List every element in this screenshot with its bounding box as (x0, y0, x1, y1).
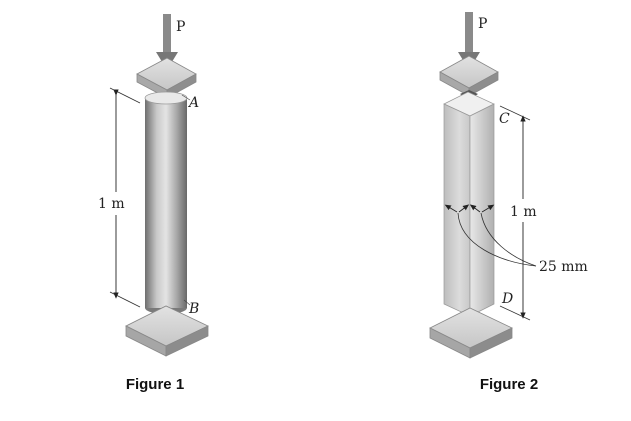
figure-2-caption: Figure 2 (480, 376, 538, 393)
width-label: 25 mm (539, 259, 588, 275)
round-column (144, 91, 188, 314)
point-label-c: C (499, 111, 510, 127)
top-plate-2 (439, 55, 499, 100)
figure-2: P C D (429, 12, 588, 393)
point-label-a: A (187, 95, 199, 111)
load-label-2: P (478, 16, 487, 32)
length-label-1: 1 m (98, 196, 125, 212)
point-label-b: B (188, 301, 199, 317)
figure-1: P A B (98, 14, 209, 393)
load-label-1: P (176, 19, 185, 35)
bottom-support-1 (125, 305, 209, 357)
square-column (443, 91, 495, 317)
bottom-support-2 (429, 307, 513, 359)
length-dimension-1 (109, 87, 141, 308)
figure-1-caption: Figure 1 (126, 376, 184, 393)
length-dimension-2 (499, 105, 531, 321)
width-dimension-arrows (444, 204, 537, 267)
length-label-2: 1 m (510, 204, 537, 220)
point-label-d: D (501, 291, 513, 307)
